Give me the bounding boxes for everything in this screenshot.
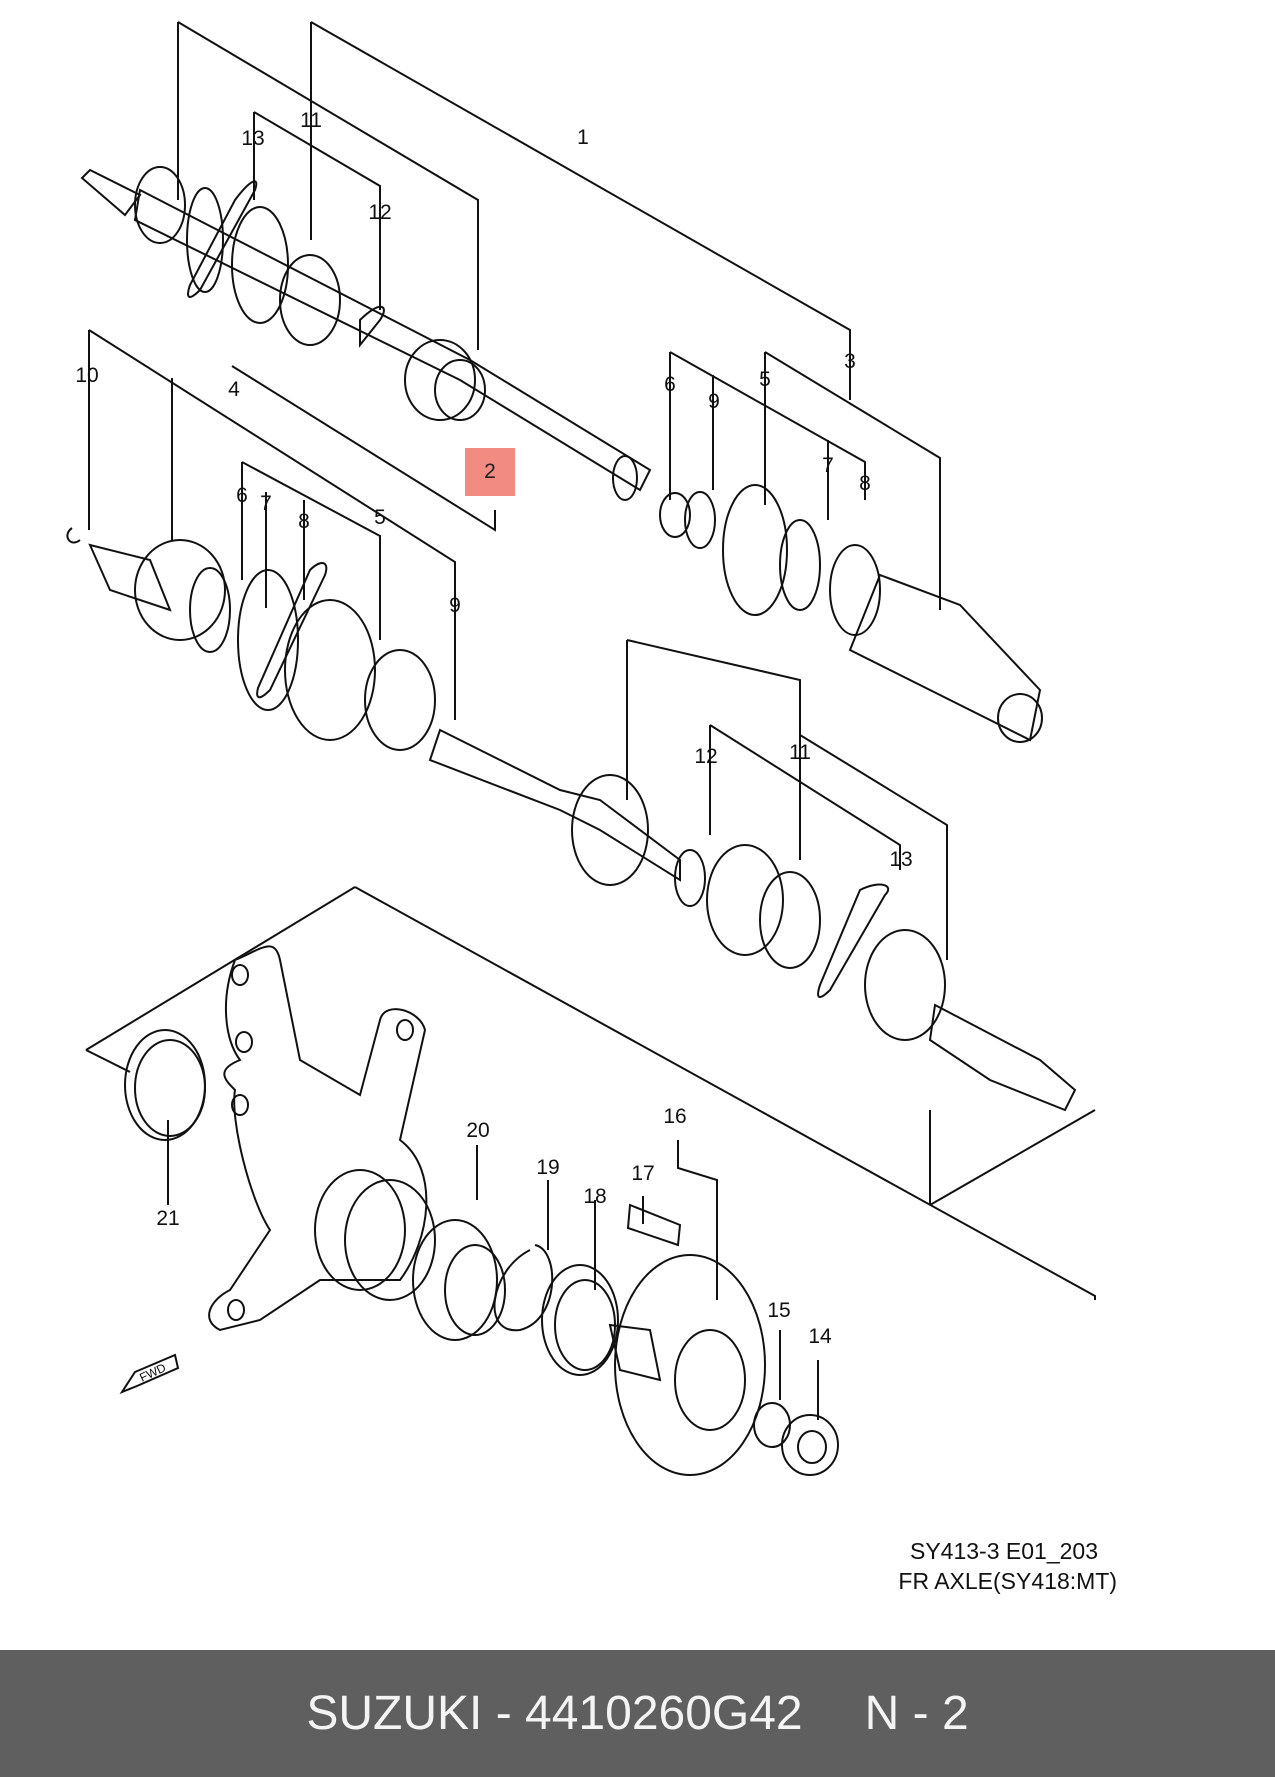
callout-6-upper[interactable]: 6 [664,373,676,396]
diagram-code-caption: SY413-3 E01_203 [910,1538,1098,1564]
diagram-title-caption: FR AXLE(SY418:MT) [898,1568,1117,1594]
callout-4[interactable]: 4 [228,378,240,401]
callout-21[interactable]: 21 [156,1207,180,1230]
callout-11-upper[interactable]: 11 [300,109,322,132]
fwd-arrow-icon: FWD [119,1353,180,1395]
callout-13-lower[interactable]: 13 [889,848,913,871]
footer-bar: SUZUKI - 4410260G42 N - 2 [0,1650,1275,1777]
callout-13-upper[interactable]: 13 [241,127,265,150]
callout-12-lower[interactable]: 12 [694,745,718,768]
callout-18[interactable]: 18 [583,1185,607,1208]
callout-11-lower[interactable]: 11 [789,741,811,764]
reference-number-text: N - 2 [864,1687,969,1740]
exploded-parts-diagram: FWD [66,21,1096,1476]
callout-8-lower[interactable]: 8 [298,510,310,533]
callout-7-upper[interactable]: 7 [822,454,834,477]
part-number-text: SUZUKI - 4410260G42 [306,1687,803,1740]
callout-20[interactable]: 20 [466,1119,490,1142]
callout-17[interactable]: 17 [631,1162,655,1185]
callout-6-lower[interactable]: 6 [236,484,248,507]
callout-19[interactable]: 19 [536,1156,560,1179]
callout-14[interactable]: 14 [808,1325,832,1348]
callout-16[interactable]: 16 [663,1105,687,1128]
callout-9-lower[interactable]: 9 [449,594,461,617]
callout-9-upper[interactable]: 9 [708,390,720,413]
fwd-label: FWD [137,1360,168,1384]
callout-10[interactable]: 10 [75,364,99,387]
callout-15[interactable]: 15 [767,1299,791,1322]
callout-5-upper[interactable]: 5 [759,368,771,391]
callout-12-upper[interactable]: 12 [368,201,392,224]
callout-2-highlighted[interactable]: 2 [465,448,515,496]
callout-5-lower[interactable]: 5 [374,506,386,529]
callout-7-lower[interactable]: 7 [260,492,272,515]
callout-1[interactable]: 1 [577,126,589,149]
callout-8-upper[interactable]: 8 [859,472,871,495]
callout-3[interactable]: 3 [844,350,856,373]
